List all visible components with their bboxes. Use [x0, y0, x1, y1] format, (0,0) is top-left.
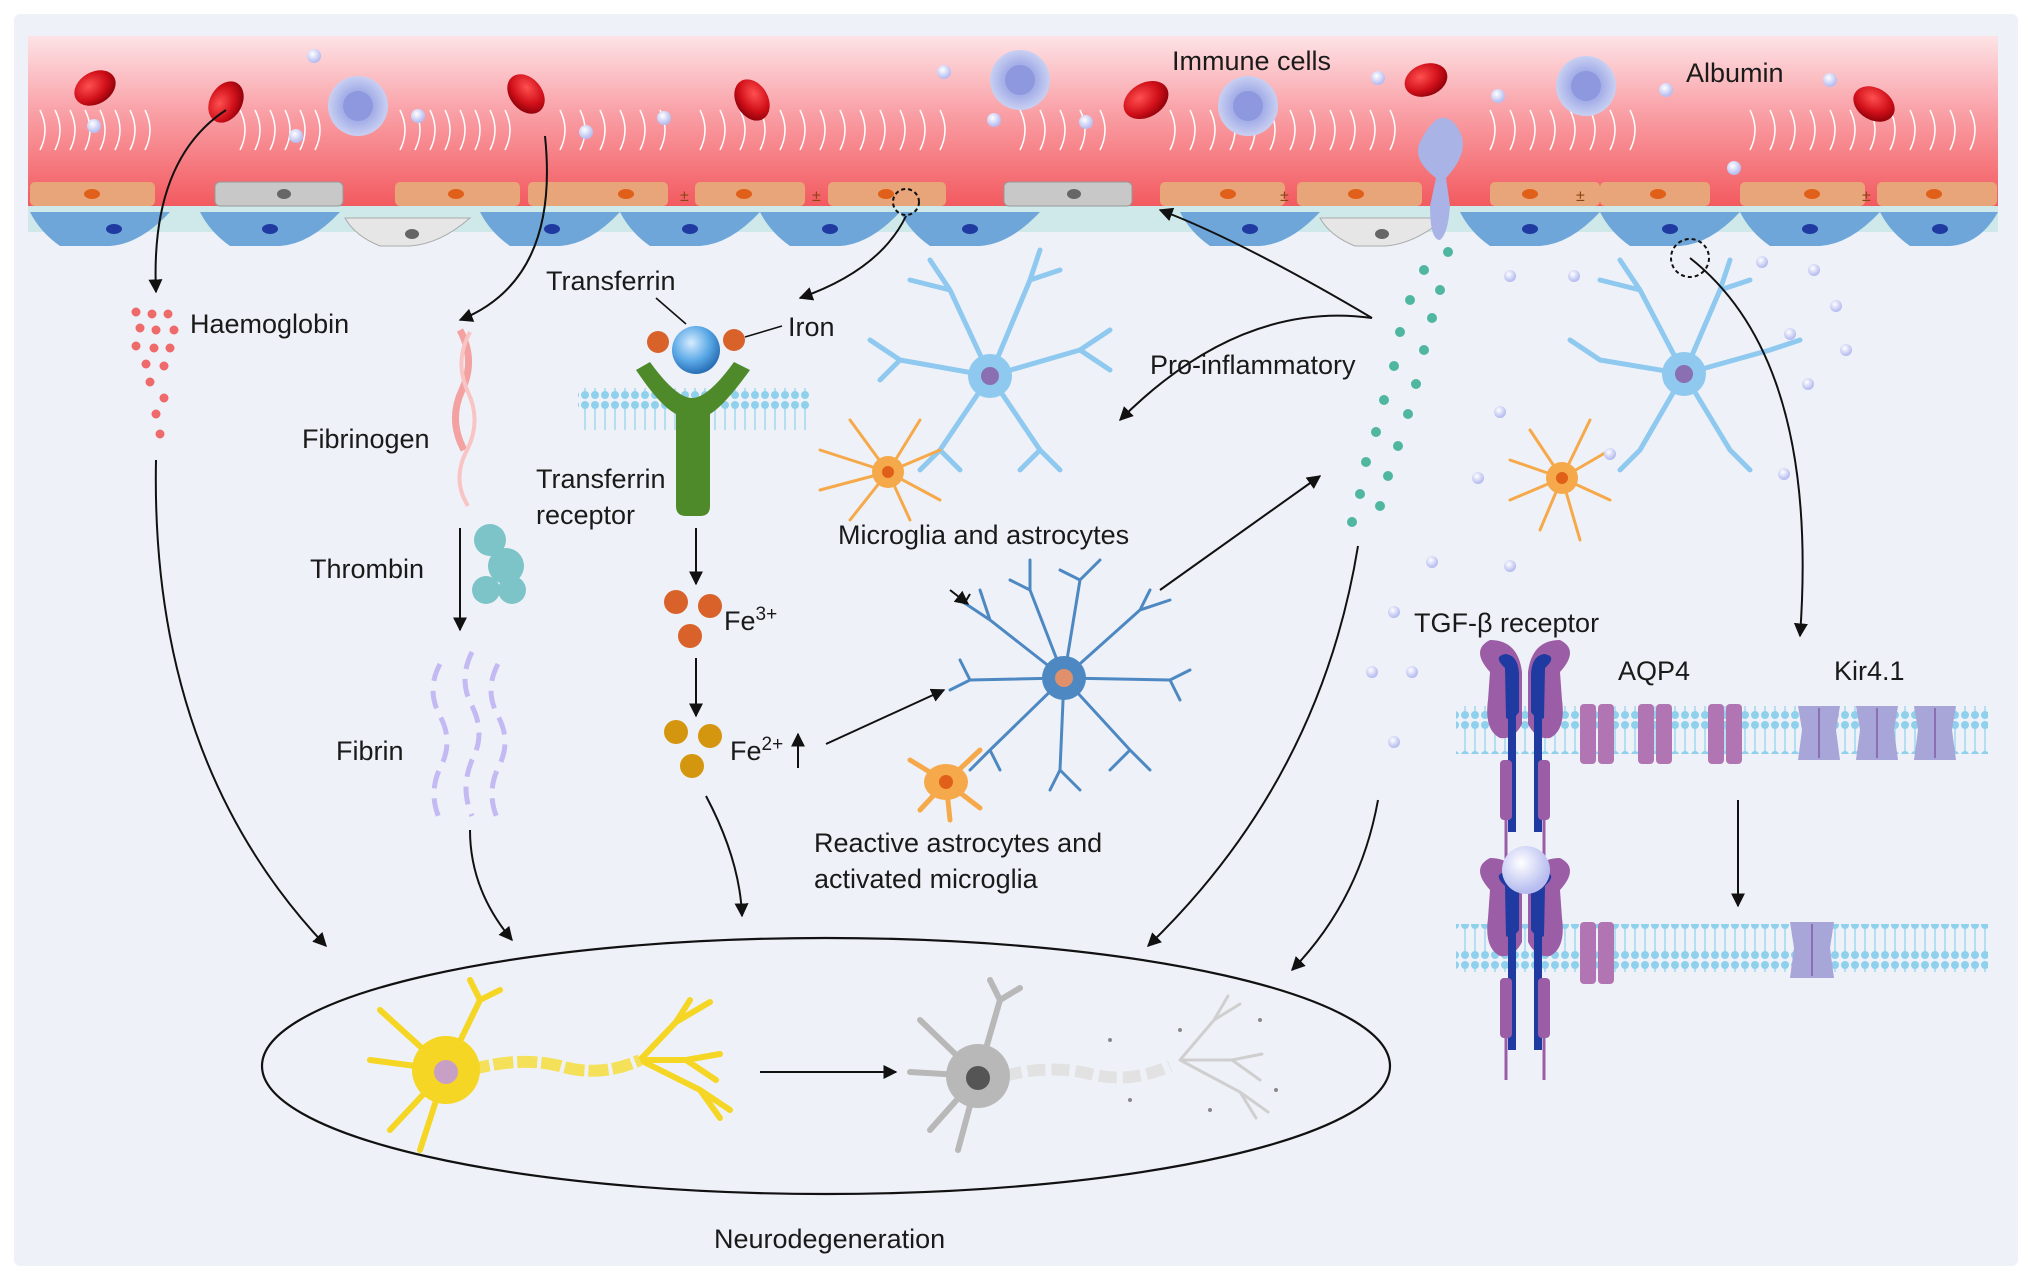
- fe3-label: Fe3+: [724, 604, 777, 636]
- neurodegeneration-label: Neurodegeneration: [714, 1224, 945, 1254]
- albumin-particles: [87, 49, 1837, 175]
- transferrin-protein: [672, 326, 720, 374]
- aqp4-channels-top: [1580, 704, 1742, 764]
- bound-albumin: [1502, 846, 1550, 894]
- fe3-ions: [664, 590, 722, 648]
- transferrin-label: Transferrin: [546, 266, 676, 296]
- transferrin-receptor-label-line2: receptor: [536, 500, 635, 530]
- transferrin-receptor: [636, 362, 750, 516]
- pro-inflammatory-cytokines: [1347, 247, 1453, 527]
- transferrin-receptor-label-line1: Transferrin: [536, 464, 666, 494]
- albumin-leaked-particles: [1366, 256, 1852, 748]
- red-blood-cell: [1404, 63, 1448, 97]
- microglia-cell-right: [1567, 257, 1803, 473]
- kir41-label: Kir4.1: [1834, 656, 1905, 686]
- astrocyte-cell-right: [1508, 418, 1612, 542]
- kir41-channels-top: [1798, 706, 1956, 760]
- endothelial-cell: [1740, 182, 1865, 206]
- svg-text:±: ±: [1862, 188, 1871, 205]
- svg-text:±: ±: [680, 188, 689, 205]
- microglia-astrocytes-label: Microglia and astrocytes: [838, 520, 1129, 550]
- fibrinogen-label: Fibrinogen: [302, 424, 430, 454]
- blood-vessel: ± ± ± ± ±: [28, 36, 1998, 278]
- transferrin-pointer: [655, 297, 687, 325]
- iron-highlight-circle: [892, 188, 920, 216]
- healthy-neuron: [367, 977, 733, 1153]
- tgf-receptor-top: [1480, 640, 1570, 860]
- endothelial-cell: [528, 182, 668, 206]
- aqp4-channel-bottom: [1580, 922, 1614, 984]
- arrows: [148, 109, 1808, 1079]
- red-blood-cell: [208, 81, 244, 123]
- reactive-microglia-cell: [948, 558, 1192, 792]
- red-blood-cell: [74, 70, 116, 106]
- fe2-ions: [664, 720, 722, 778]
- svg-text:±: ±: [1576, 188, 1585, 205]
- immune-cells: [328, 50, 1616, 240]
- neurodegeneration-ellipse: [260, 936, 1392, 1196]
- transmigrating-immune-cell: [1418, 117, 1463, 240]
- fibrinogen-fiber-strand: [457, 331, 477, 508]
- thrombin-molecule: [472, 524, 526, 604]
- haemoglobin-dots: [131, 307, 179, 439]
- albumin-label: Albumin: [1686, 58, 1784, 88]
- fe2-label: Fe2+: [730, 734, 783, 766]
- red-blood-cell: [1853, 86, 1895, 122]
- pro-inflammatory-label: Pro-inflammatory: [1150, 350, 1356, 380]
- endothelial-layer: ± ± ± ± ±: [30, 181, 1997, 207]
- reactive-astrocytes-label-line2: activated microglia: [814, 864, 1039, 894]
- thrombin-label: Thrombin: [310, 554, 424, 584]
- aqp4-label: AQP4: [1618, 656, 1690, 686]
- svg-text:±: ±: [812, 188, 821, 205]
- iron-pointer: [744, 325, 783, 338]
- red-blood-cells: [74, 63, 1895, 123]
- iron-ion: [723, 329, 745, 351]
- red-blood-cell: [507, 74, 545, 114]
- degenerated-neuron: [907, 977, 1278, 1153]
- tgf-receptor-bottom: [1480, 846, 1570, 1080]
- astrocyte-cell: [818, 418, 942, 522]
- microglia-cell: [867, 247, 1113, 473]
- iron-ion: [647, 331, 669, 353]
- immune-cells-label: Immune cells: [1172, 46, 1331, 76]
- reactive-astrocytes-label-line1: Reactive astrocytes and: [814, 828, 1102, 858]
- fibrinogen-fiber: [451, 328, 473, 452]
- fibrin-label: Fibrin: [336, 736, 404, 766]
- albumin-highlight-circle: [1670, 238, 1710, 278]
- kir41-channel-bottom: [1790, 922, 1834, 978]
- red-blood-cell: [1123, 81, 1169, 119]
- tgf-receptor-label: TGF-β receptor: [1414, 608, 1599, 638]
- endothelial-cell: [1490, 182, 1600, 206]
- haemoglobin-label: Haemoglobin: [190, 309, 349, 339]
- fibrin-strands: [430, 650, 508, 822]
- iron-label: Iron: [788, 312, 835, 342]
- red-blood-cell: [734, 79, 770, 121]
- svg-text:±: ±: [1280, 188, 1289, 205]
